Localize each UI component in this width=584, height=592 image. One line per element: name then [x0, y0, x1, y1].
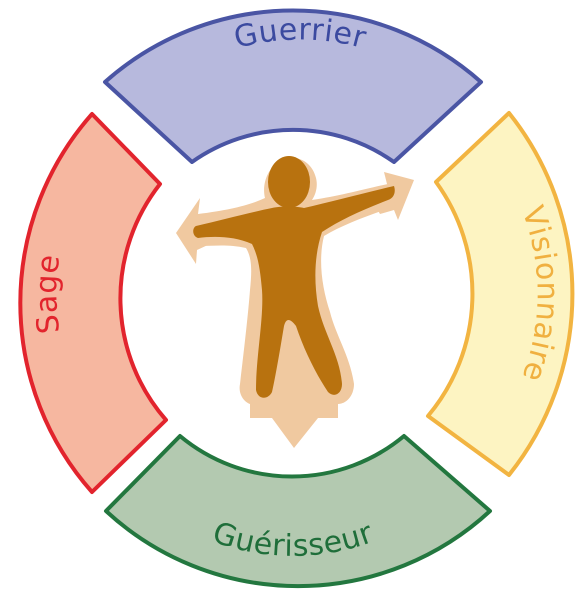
segment-guerisseur: Guérisseur	[104, 434, 492, 589]
figure-body	[193, 156, 395, 398]
figure-head	[268, 156, 310, 208]
segment-sage: Sage	[18, 112, 168, 494]
segment-sage-shape	[18, 112, 168, 494]
central-human-figure	[176, 156, 414, 448]
figure-torso	[193, 186, 395, 398]
segment-visionnaire-shape	[426, 111, 575, 477]
segment-guerisseur-shape	[104, 434, 492, 589]
segment-visionnaire: Visionnaire	[426, 111, 575, 477]
segment-guerrier: Guerrier	[103, 8, 483, 164]
segment-guerrier-shape	[103, 8, 483, 164]
